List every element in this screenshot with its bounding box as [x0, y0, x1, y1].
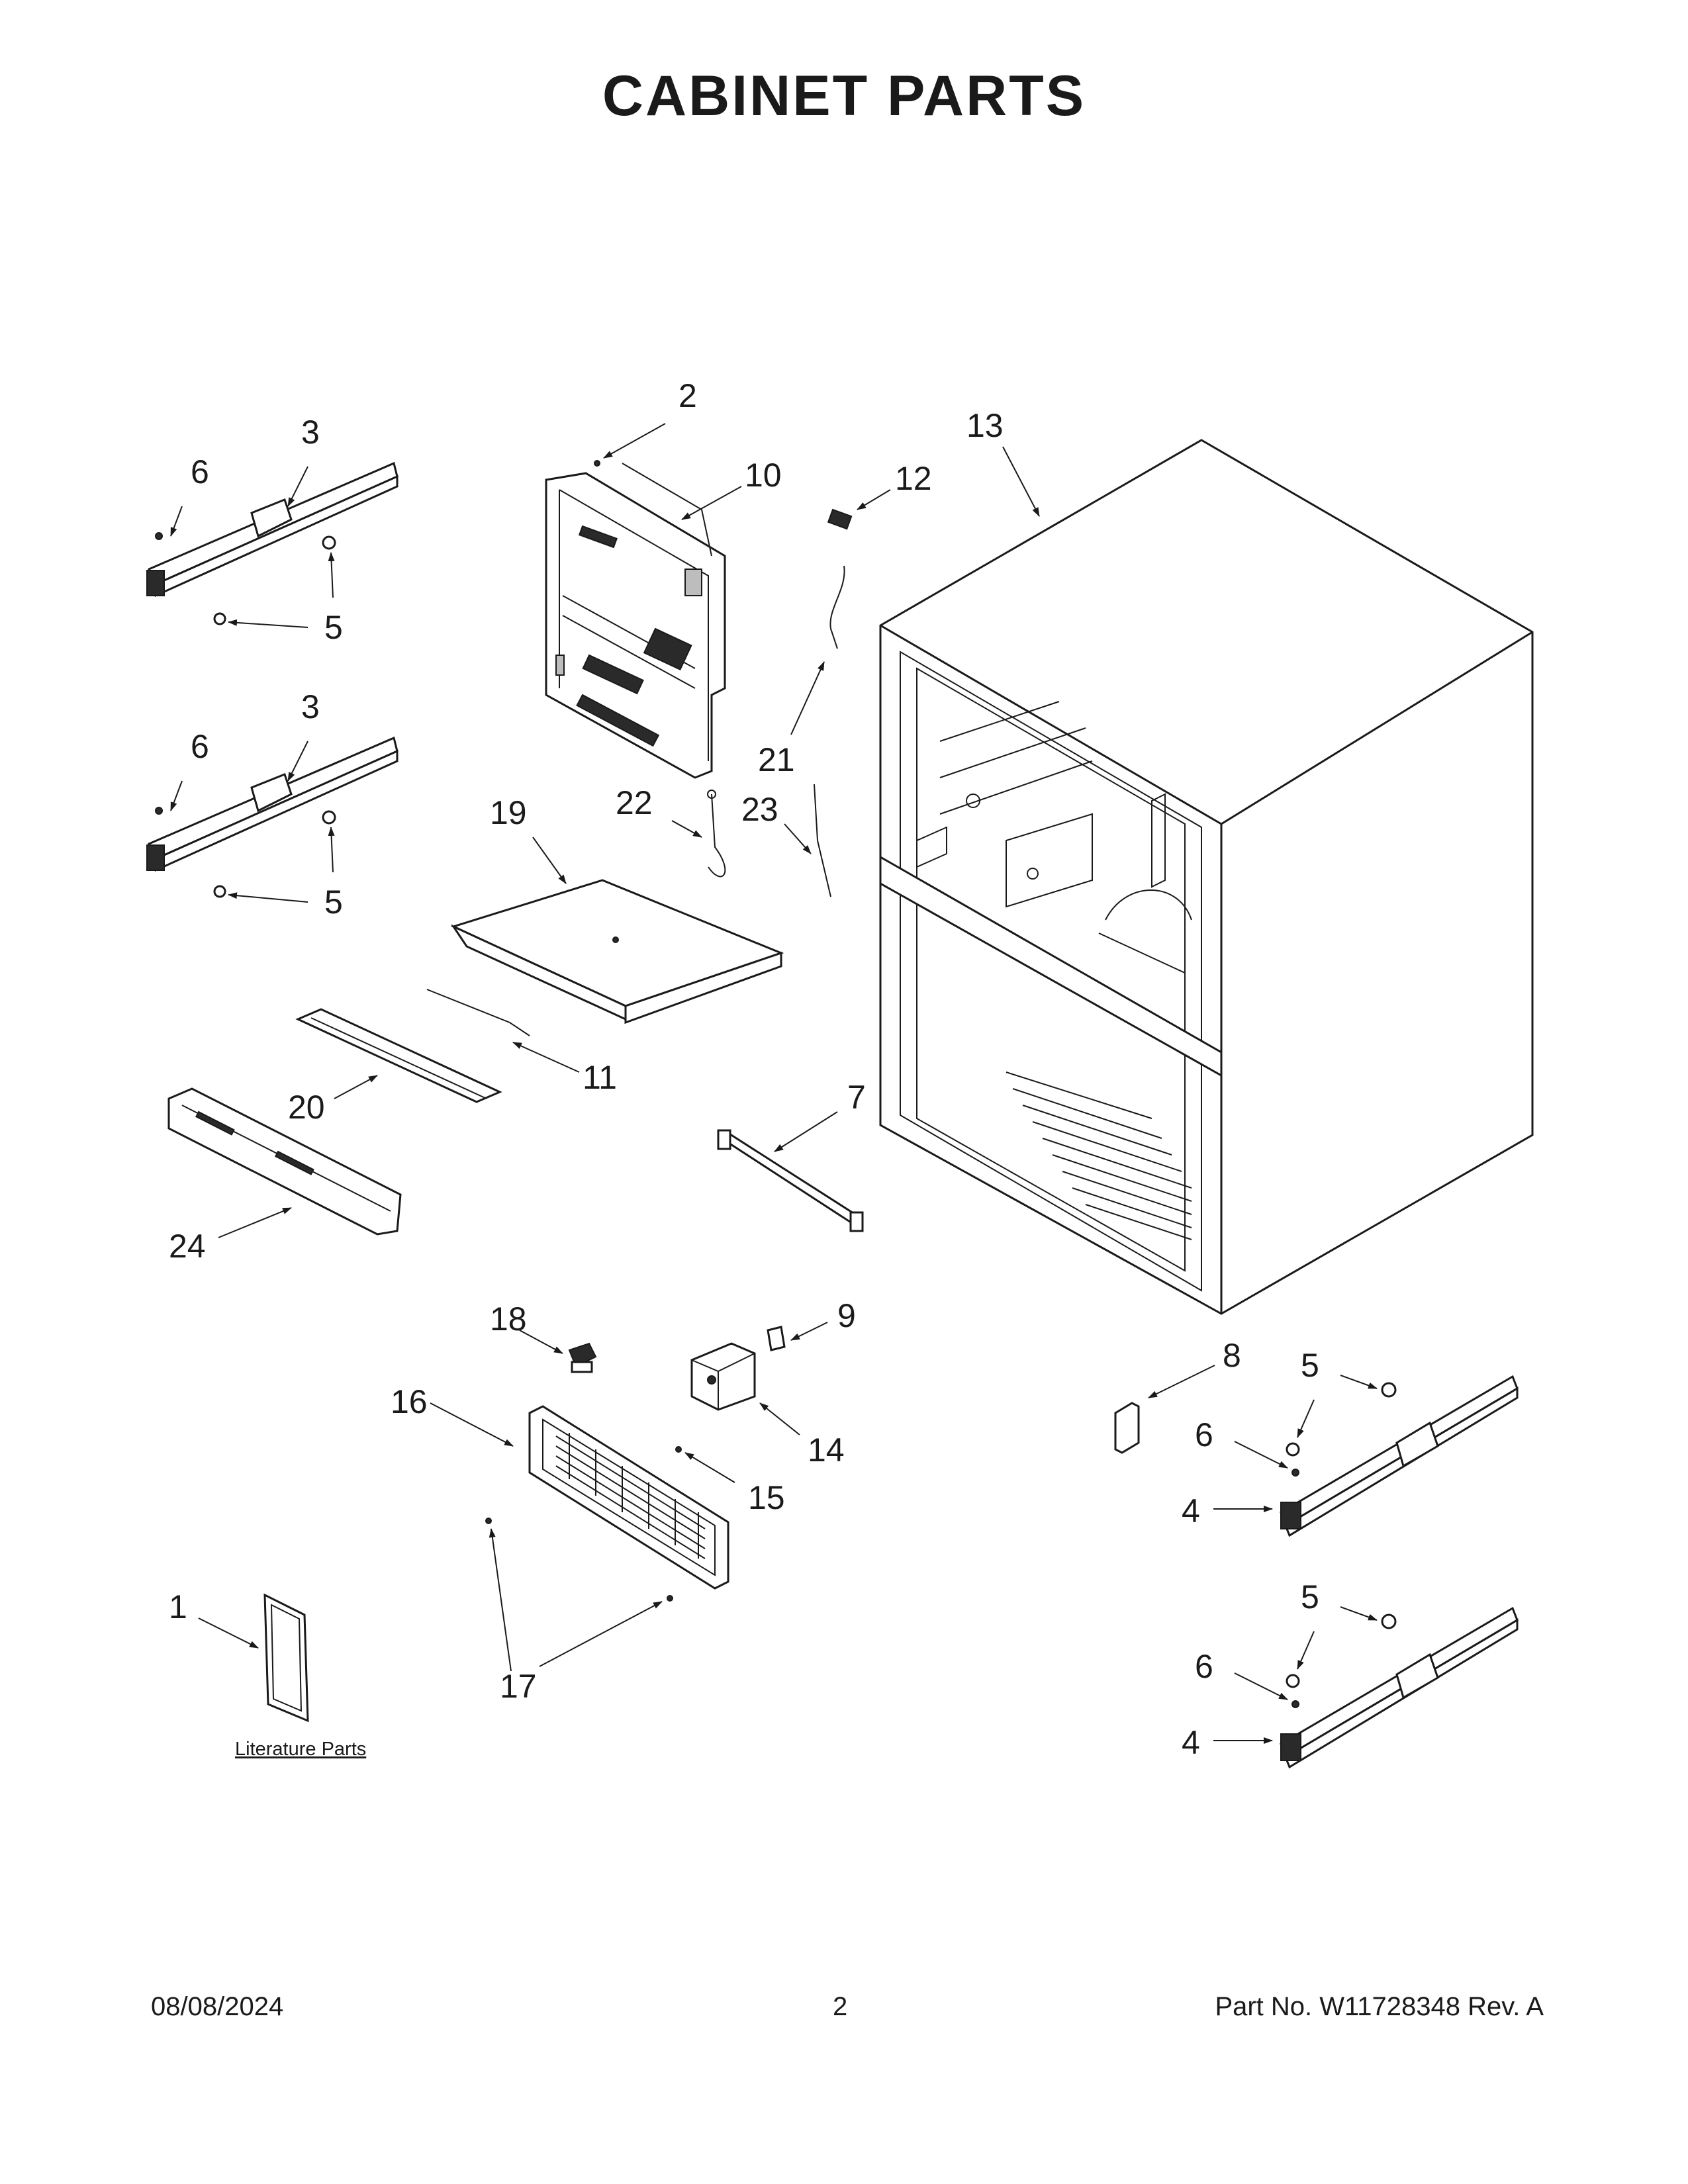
- part-17-screw-a: [485, 1518, 492, 1524]
- callout-15: 15: [748, 1479, 785, 1516]
- callout-5-mid: 5: [324, 884, 343, 921]
- page-title: CABINET PARTS: [602, 64, 1086, 128]
- part-11-heater: [426, 989, 530, 1036]
- callout-17: 17: [500, 1668, 537, 1705]
- part-22-wire: [708, 794, 726, 878]
- lower-rail-assembly-top: [1280, 1375, 1519, 1537]
- footer-page-number: 2: [833, 1992, 848, 2021]
- callout-12: 12: [895, 460, 932, 497]
- callout-18: 18: [490, 1300, 527, 1338]
- part-23-wire: [814, 784, 831, 897]
- part-17-screw-b: [667, 1595, 673, 1602]
- freezer-floor-grille: [1006, 1071, 1192, 1240]
- callout-4-bottom: 4: [1182, 1724, 1200, 1761]
- part-8: [1114, 1402, 1140, 1454]
- callout-13: 13: [966, 407, 1004, 444]
- shelf-19: [450, 879, 784, 1024]
- callout-7: 7: [847, 1079, 866, 1116]
- callout-4-top: 4: [1182, 1492, 1200, 1529]
- upper-rail-assembly-top: [146, 461, 399, 625]
- part-9: [767, 1326, 786, 1351]
- callout-19: 19: [490, 794, 527, 831]
- part-12-sensor: [827, 508, 853, 530]
- bar-7: [717, 1129, 864, 1232]
- callout-6-top: 6: [191, 453, 209, 490]
- callout-8: 8: [1223, 1337, 1241, 1374]
- literature-booklet: [263, 1593, 309, 1723]
- upper-rail-assembly-bottom: [146, 736, 399, 898]
- lower-rail-assembly-bottom: [1280, 1606, 1519, 1769]
- callout-22: 22: [616, 784, 653, 821]
- callout-10: 10: [745, 457, 782, 494]
- callout-3-top: 3: [301, 414, 320, 451]
- literature-parts-label: Literature Parts: [235, 1739, 366, 1760]
- footer-part-number: Part No. W11728348 Rev. A: [1215, 1992, 1544, 2021]
- callout-14: 14: [808, 1432, 845, 1469]
- tray-20: [295, 1008, 502, 1103]
- callout-6-lower-top: 6: [1195, 1416, 1213, 1453]
- callout-2: 2: [679, 377, 697, 414]
- callout-5-top: 5: [324, 609, 343, 646]
- footer-date: 08/08/2024: [151, 1992, 284, 2021]
- callout-9: 9: [837, 1297, 856, 1334]
- callout-16: 16: [391, 1383, 428, 1420]
- cabinet-shell: [879, 439, 1534, 1315]
- callout-21: 21: [758, 741, 795, 778]
- grille-16: [528, 1405, 729, 1590]
- callout-20: 20: [288, 1089, 325, 1126]
- housing-14: [690, 1342, 756, 1411]
- callout-1: 1: [169, 1588, 187, 1625]
- part-21-wire: [829, 565, 845, 649]
- leader-lines: [170, 423, 1378, 1744]
- callout-6-lower-bottom: 6: [1195, 1648, 1213, 1685]
- bracket-24: [167, 1087, 402, 1236]
- evaporator-cover: [545, 463, 726, 779]
- knob-18: [568, 1342, 597, 1373]
- callout-5-lower-top: 5: [1301, 1347, 1319, 1384]
- callout-23: 23: [741, 791, 778, 828]
- callout-3-mid: 3: [301, 688, 320, 725]
- callout-24: 24: [169, 1228, 206, 1265]
- callout-11: 11: [583, 1059, 617, 1096]
- callout-5-lower-bottom: 5: [1301, 1578, 1319, 1615]
- part-15-screw: [675, 1446, 682, 1453]
- callout-6-mid: 6: [191, 728, 209, 765]
- part-2-screw: [594, 460, 600, 467]
